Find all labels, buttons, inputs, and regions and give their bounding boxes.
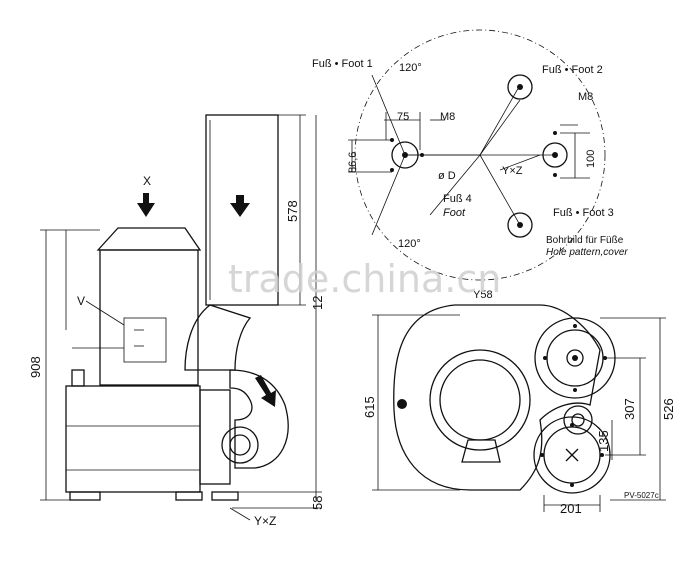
foot-2-label: Fuß • Foot 2 [542,64,603,76]
dim-m8-right: M8 [578,91,593,103]
diameter-label: ø D [438,170,456,182]
inlet-arrow-icon [137,193,155,217]
dim-908: 908 [28,356,43,378]
dim-58: 58 [310,496,325,510]
foot-1-label: Fuß • Foot 1 [312,58,373,70]
foot-3-label: Fuß • Foot 3 [553,207,614,219]
drawing-number: PV-5027c [624,491,659,500]
stack-pipe [205,114,279,306]
v-label: V [77,294,85,308]
foot-4-hole [507,212,533,238]
impeller-ring [429,349,531,451]
dim-12: 12 [310,296,325,310]
yz-label-top: Y×Z [502,165,523,177]
x-label: X [143,174,151,188]
outlet-pipe [229,369,289,469]
angle-top-label: 120° [399,62,422,74]
front-view: Y58 [362,289,676,516]
down-arrow-icon [230,195,250,217]
inlet-hood [96,227,202,251]
dim-86-6: 86,6 [347,152,359,173]
motor-housing [65,385,201,493]
blower-body [99,249,199,386]
watermark: trade.china.cn [228,257,501,301]
dim-75: 75 [397,111,409,123]
dim-100: 100 [585,150,597,168]
dim-526: 526 [661,398,676,420]
front-top-label: Y58 [473,289,493,301]
yz-label-side: Y×Z [254,514,276,528]
outlet-elbow [184,304,252,371]
dim-307: 307 [622,398,637,420]
dim-201: 201 [560,501,582,516]
dim-135: 135 [596,430,611,452]
foot-2-hole [507,74,533,100]
side-view: X V 908 578 [28,114,325,528]
outlet-arrow-icon [255,375,276,407]
hole-pattern-de: Bohrbild für Füße [546,235,624,246]
pitch-circle [354,29,606,281]
foot-4-label-de: Fuß 4 [443,193,472,205]
hole-pattern-view: Fuß • Foot 1 Fuß • Foot 2 Fuß • Foot 3 F… [312,29,628,281]
dim-578: 578 [285,200,300,222]
foot-1-hole [390,138,424,172]
dim-m8-left: M8 [440,111,455,123]
foot-3-hole [542,131,568,177]
blower-casing [393,304,601,491]
hole-pattern-en: Hole pattern,cover [546,247,628,258]
dim-615: 615 [362,396,377,418]
angle-bottom-label: 120° [398,238,421,250]
foot-4-label-en: Foot [443,207,466,219]
